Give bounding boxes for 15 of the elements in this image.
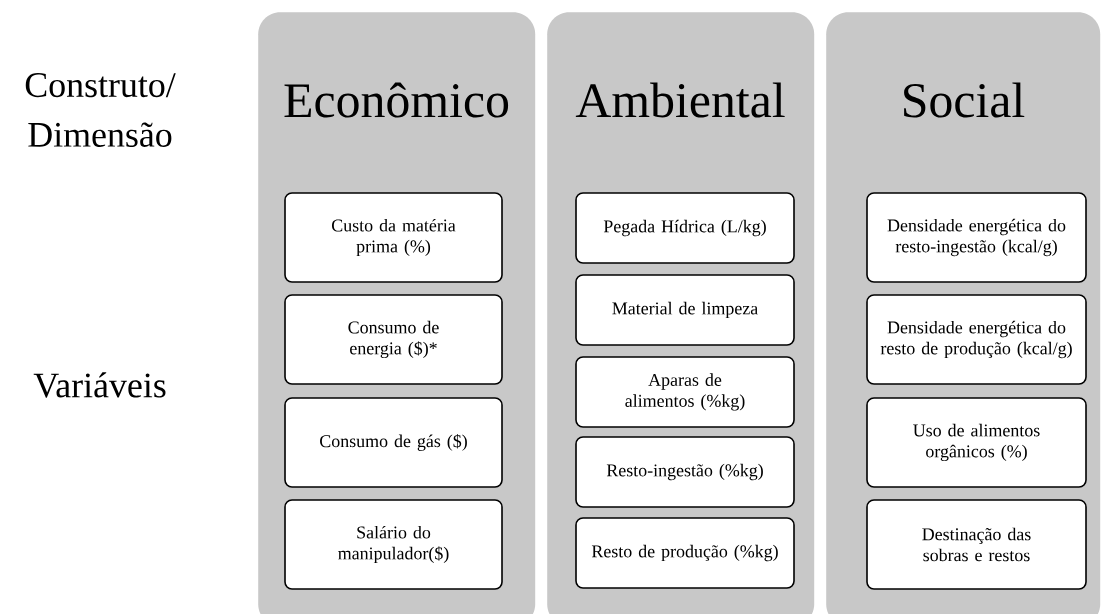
variable-box: Resto de produção (%kg) (575, 517, 795, 589)
variable-box: Aparas de alimentos (%kg) (575, 356, 795, 428)
variable-box: Pegada Hídrica (L/kg) (575, 192, 795, 264)
variable-box: Material de limpeza (575, 274, 795, 346)
variable-box: Resto-ingestão (%kg) (575, 436, 795, 508)
variable-box: Consumo de gás ($) (284, 397, 503, 488)
variable-box: Densidade energética do resto de produção (kcal/g) (866, 294, 1087, 385)
variable-box: Custo da matéria prima (%) (284, 192, 503, 283)
row-label: Variáveis (33, 372, 166, 398)
variable-box: Destinação das sobras e restos (866, 499, 1087, 590)
variable-box: Consumo de energia ($)* (284, 294, 503, 385)
variable-box: Uso de alimentos orgânicos (%) (866, 397, 1087, 488)
row-label: Construto/ Dimensão (25, 73, 176, 147)
variable-box: Salário do manipulador($) (284, 499, 503, 590)
variable-box: Densidade energética do resto-ingestão (kcal/g) (866, 192, 1087, 283)
